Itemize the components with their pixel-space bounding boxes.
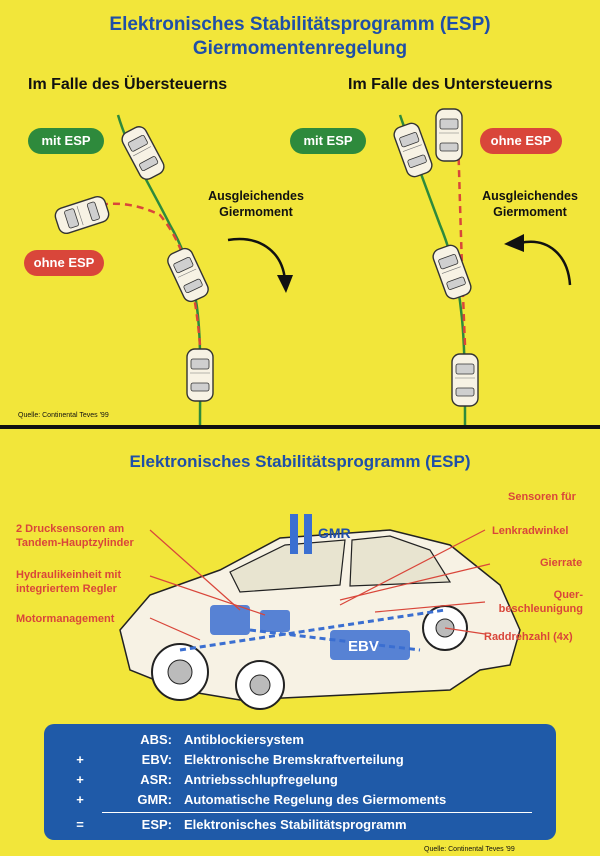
car-icon bbox=[435, 108, 463, 162]
arrowhead-icon bbox=[277, 275, 293, 293]
label-line: Tandem-Hauptzylinder bbox=[16, 537, 134, 549]
label-line: Giermoment bbox=[219, 205, 293, 219]
oversteer-heading: Im Falle des Übersteuerns bbox=[28, 76, 228, 93]
yaw-moment-label-right: Ausgleichendes Giermoment bbox=[470, 188, 590, 220]
label-hydraulic-unit: Hydraulikeinheit mit integriertem Regler bbox=[16, 568, 121, 596]
label-line: Giermoment bbox=[493, 205, 567, 219]
legend-desc: Antriebsschlupfregelung bbox=[184, 772, 338, 787]
car-icon bbox=[52, 193, 112, 237]
legend-prefix: + bbox=[76, 792, 84, 807]
pill-without-esp-left: ohne ESP bbox=[24, 250, 104, 276]
gmr-label: GMR bbox=[318, 525, 351, 541]
no-esp-path-red bbox=[456, 134, 467, 346]
car-illustration: EBV GMR bbox=[119, 514, 521, 710]
pill-without-esp-right: ohne ESP bbox=[480, 128, 562, 154]
legend-prefix: = bbox=[76, 817, 84, 832]
label-line: Hydraulikeinheit mit bbox=[16, 569, 122, 581]
counterclockwise-moment-arrow bbox=[519, 240, 572, 286]
pill-with-esp-right: mit ESP bbox=[290, 128, 366, 154]
car-icon bbox=[451, 353, 479, 407]
main-subtitle: Giermomentenregelung bbox=[192, 38, 408, 59]
legend-abbr: ABS: bbox=[140, 732, 172, 747]
label-line: Ausgleichendes bbox=[482, 189, 578, 203]
clockwise-moment-arrow bbox=[227, 237, 287, 281]
label-wheel-speed: Raddrehzahl (4x) bbox=[484, 631, 573, 643]
legend-desc: Elektronische Bremskraftverteilung bbox=[184, 752, 404, 767]
label-yaw-rate: Gierrate bbox=[540, 557, 583, 569]
oversteer-diagram bbox=[52, 114, 293, 425]
legend-prefix: + bbox=[76, 772, 84, 787]
legend-row: ABS: Antiblockiersystem bbox=[44, 732, 556, 752]
car-icon bbox=[430, 242, 474, 302]
legend-abbr: ESP: bbox=[141, 817, 172, 832]
source-note-bottom: Quelle: Continental Teves '99 bbox=[424, 846, 515, 853]
label-line: 2 Drucksensoren am bbox=[16, 523, 125, 535]
label-steering-angle: Lenkradwinkel bbox=[492, 525, 569, 537]
legend-separator bbox=[102, 812, 532, 813]
no-esp-path-red bbox=[89, 202, 202, 346]
section2-title: Elektronisches Stabilitätsprogramm (ESP) bbox=[129, 452, 471, 471]
understeer-diagram bbox=[391, 108, 572, 425]
yaw-control-diagram bbox=[52, 108, 572, 425]
label-line: Quer- bbox=[553, 589, 583, 601]
legend-abbr: EBV: bbox=[141, 752, 172, 767]
source-note-top: Quelle: Continental Teves '99 bbox=[18, 412, 109, 419]
legend-desc: Automatische Regelung des Giermoments bbox=[184, 792, 447, 807]
legend-abbr: GMR: bbox=[137, 792, 172, 807]
legend-row-total: = ESP: Elektronisches Stabilitätsprogram… bbox=[44, 817, 556, 837]
label-engine-management: Motormanagement bbox=[16, 613, 115, 625]
legend-row: + GMR: Automatische Regelung des Giermom… bbox=[44, 792, 556, 812]
section-divider bbox=[0, 425, 600, 429]
legend-desc: Elektronisches Stabilitätsprogramm bbox=[184, 817, 407, 832]
car-icon bbox=[164, 245, 212, 305]
label-sensors-for: Sensoren für bbox=[508, 491, 576, 503]
label-line: Ausgleichendes bbox=[208, 189, 304, 203]
pill-with-esp-left: mit ESP bbox=[28, 128, 104, 154]
understeer-heading: Im Falle des Untersteuerns bbox=[348, 76, 553, 93]
legend-abbr: ASR: bbox=[140, 772, 172, 787]
label-pressure-sensors: 2 Drucksensoren am Tandem-Hauptzylinder bbox=[16, 522, 134, 550]
legend-row: + ASR: Antriebsschlupfregelung bbox=[44, 772, 556, 792]
car-icon bbox=[186, 348, 214, 402]
system-legend: ABS: Antiblockiersystem + EBV: Elektroni… bbox=[44, 724, 556, 840]
legend-desc: Antiblockiersystem bbox=[184, 732, 304, 747]
label-line: beschleunigung bbox=[498, 603, 583, 615]
main-title: Elektronisches Stabilitätsprogramm (ESP) bbox=[109, 14, 491, 35]
arrowhead-icon bbox=[504, 234, 524, 252]
label-lateral-acceleration: Quer- beschleunigung bbox=[483, 588, 583, 616]
label-line: integriertem Regler bbox=[16, 583, 117, 595]
legend-prefix: + bbox=[76, 752, 84, 767]
yaw-moment-label-left: Ausgleichendes Giermoment bbox=[196, 188, 316, 220]
car-icon bbox=[391, 120, 435, 180]
car-icon bbox=[118, 123, 168, 183]
ebv-label: EBV bbox=[348, 638, 379, 655]
legend-row: + EBV: Elektronische Bremskraftverteilun… bbox=[44, 752, 556, 772]
